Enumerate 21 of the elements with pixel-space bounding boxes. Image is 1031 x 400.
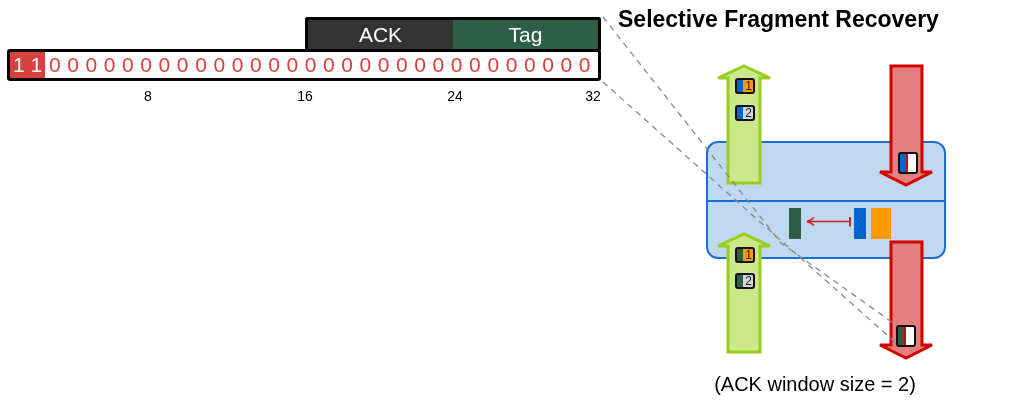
tag-field: Tag <box>453 17 601 50</box>
fragment-packet: 1 <box>735 78 755 94</box>
bit-row <box>7 49 601 81</box>
ack-packet <box>898 152 918 174</box>
fragment-bar <box>854 208 866 239</box>
title: Selective Fragment Recovery <box>618 6 940 33</box>
ack-field: ACK <box>305 17 453 50</box>
zero-bits: 000000000000000000000000000000 <box>49 52 597 78</box>
bit-position-label: 16 <box>296 88 314 104</box>
flag-bits: 1 1 <box>10 52 45 78</box>
fragment-bar <box>789 208 801 239</box>
fragment-packet: 1 <box>735 247 755 263</box>
fragment-bar <box>871 208 891 239</box>
bit-position-label: 8 <box>143 88 153 104</box>
bit-position-label: 24 <box>446 88 464 104</box>
ack-packet <box>896 325 916 347</box>
fragment-packet: 2 <box>735 105 755 121</box>
caption: (ACK window size = 2) <box>713 373 917 396</box>
fragment-packet: 2 <box>735 273 755 289</box>
bit-position-label: 32 <box>584 88 602 104</box>
dashed-guide-line <box>602 81 897 344</box>
